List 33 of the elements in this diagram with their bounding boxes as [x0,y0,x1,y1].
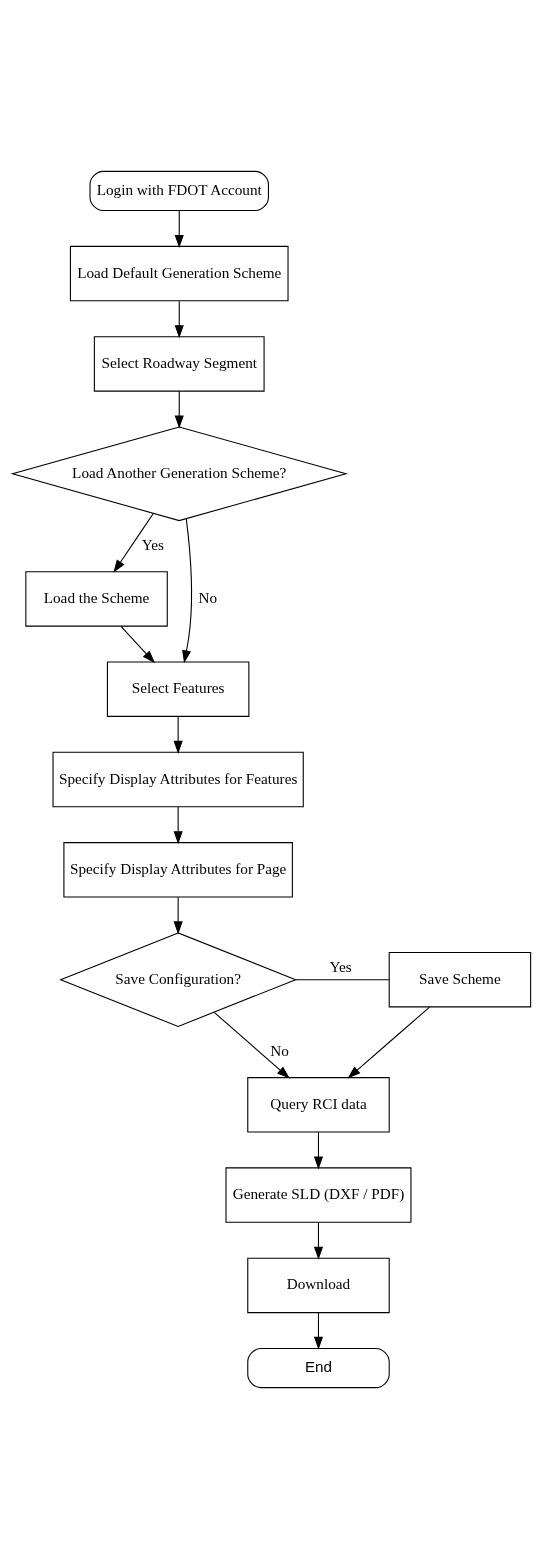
arrow [213,1011,290,1079]
node-box: Load Default Generation Scheme [69,245,289,302]
connector [295,979,390,981]
arrow [113,512,154,573]
arrow [174,300,184,339]
arrow [313,1131,324,1170]
node-box: Specify Display Attributes for Page [63,842,293,898]
arrow [347,1006,431,1079]
node-box: Select Features [106,661,250,717]
edge-label: Yes [141,536,164,554]
arrow [174,210,184,248]
arrow [182,518,193,664]
arrow [173,716,183,754]
node-box: Download [247,1257,390,1314]
node-diamond: Load Another Generation Scheme? [10,426,348,522]
arrow [173,806,183,845]
node-box: Select Roadway Segment [93,336,265,392]
arrow [120,625,156,664]
node-box: Load the Scheme [25,571,168,627]
arrow [174,390,184,429]
edge-label: No [270,1042,289,1060]
edge-label: Yes [329,958,352,976]
arrow [313,1312,324,1350]
node-box: Generate SLD (DXF / PDF) [225,1167,412,1223]
node-diamond: Save Configuration? [59,932,298,1028]
node-box: Query RCI data [247,1077,390,1133]
node-box: End [247,1347,390,1389]
node-box: Specify Display Attributes for Features [52,751,304,808]
arrow [313,1222,324,1260]
node-box: Save Scheme [388,951,532,1008]
node-box: Login with FDOT Account [89,170,269,212]
edge-label: No [198,588,218,606]
arrow [173,896,183,935]
